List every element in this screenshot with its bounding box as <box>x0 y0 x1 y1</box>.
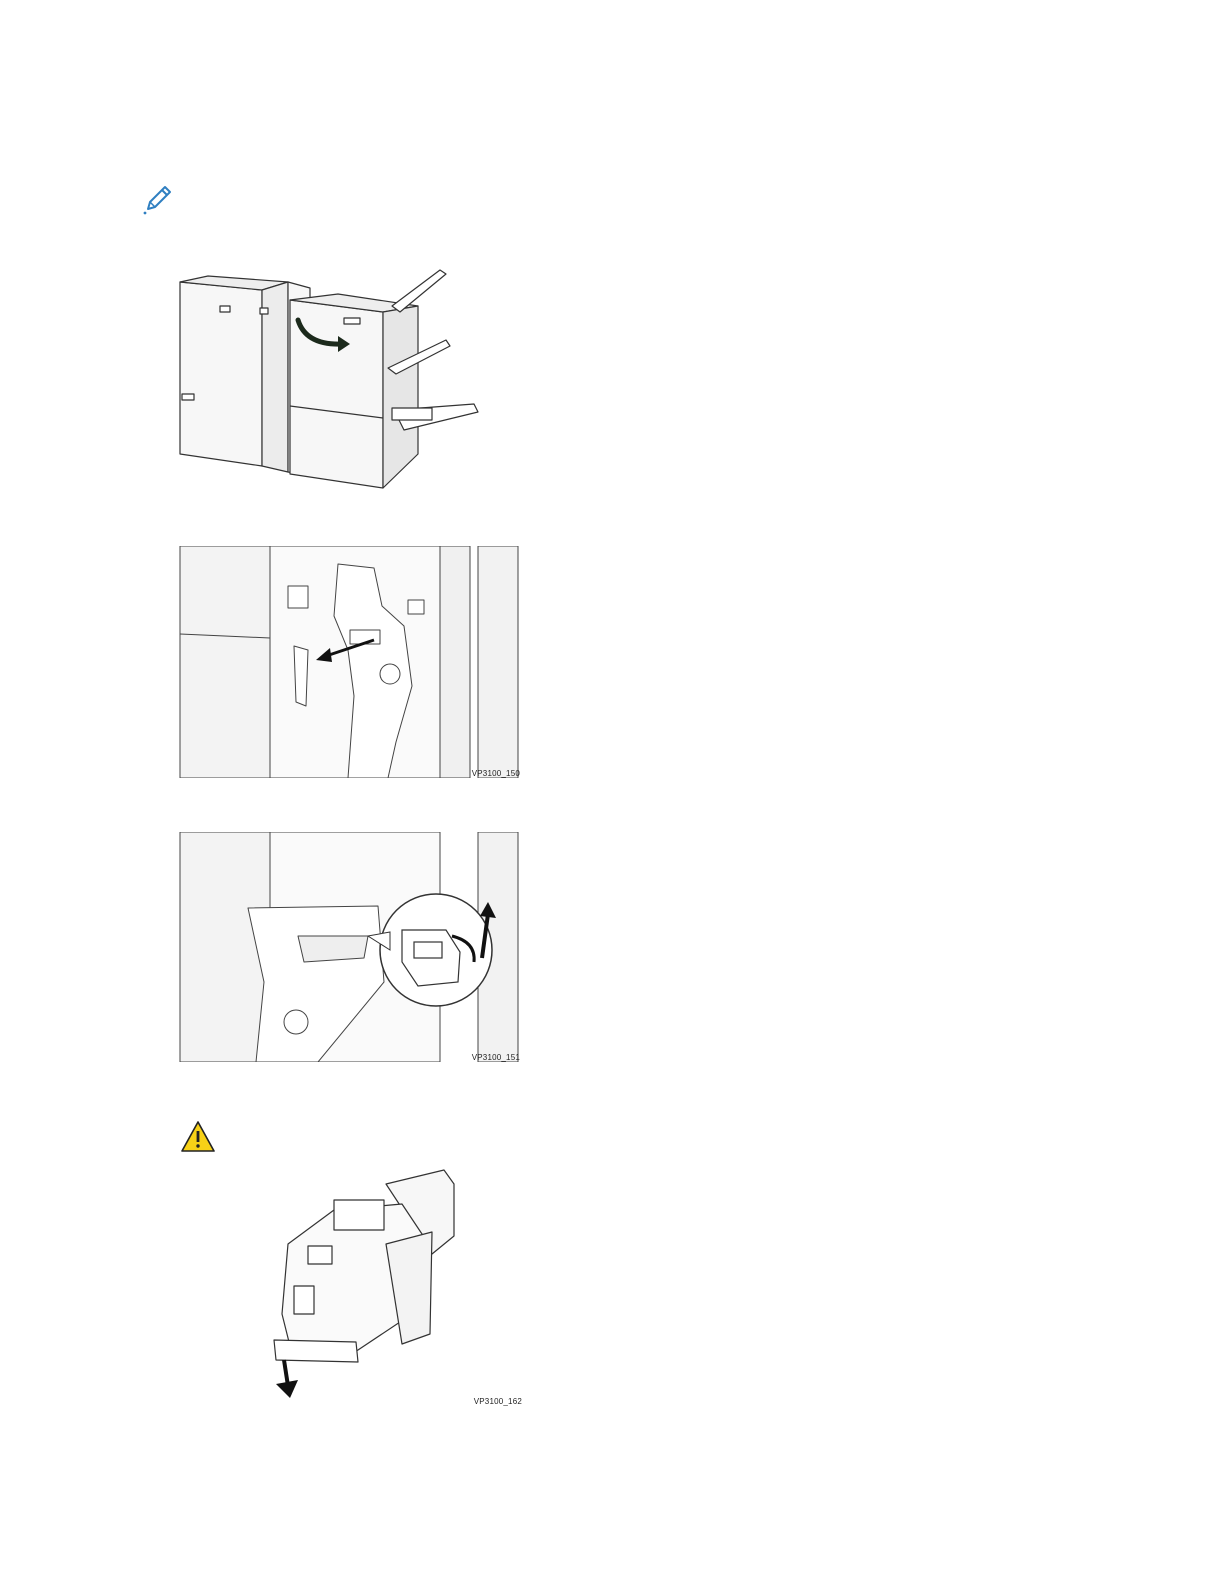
finisher-door-illustration <box>178 266 480 496</box>
stapler-cartridge-illustration: VP3100_151 <box>178 832 522 1062</box>
figure-label: VP3100_150 <box>472 769 520 778</box>
figure-label: VP3100_151 <box>472 1053 520 1062</box>
figure-label: VP3100_162 <box>474 1397 522 1406</box>
warning-triangle-icon <box>180 1120 216 1154</box>
stapler-handle-illustration: VP3100_150 <box>178 546 522 778</box>
staple-case-illustration: VP3100_162 <box>262 1164 524 1408</box>
pencil-note-icon <box>140 183 174 217</box>
